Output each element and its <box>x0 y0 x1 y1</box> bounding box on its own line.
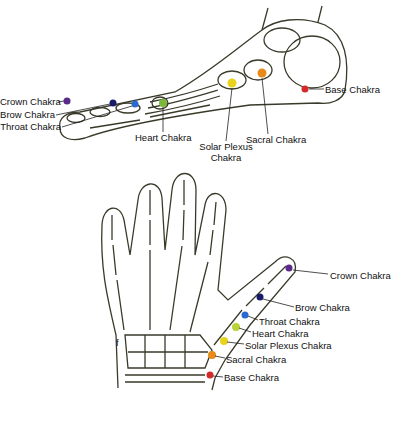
metatarsal-bone <box>145 84 220 114</box>
hand-skeleton <box>102 174 296 391</box>
leader-line <box>56 104 110 115</box>
leg-bone <box>262 6 322 30</box>
metatarsal-head <box>152 97 168 109</box>
leader-line <box>293 270 328 274</box>
hand-leader-lines <box>213 270 328 377</box>
carpal-bone <box>128 335 208 368</box>
leader-line <box>226 88 232 141</box>
chakra-dot <box>64 98 71 105</box>
chakra-label: Throat Chakra <box>259 316 320 327</box>
finger-bone <box>112 215 124 330</box>
chakra-label: Heart Chakra <box>135 132 192 143</box>
chakra-label: Heart Chakra <box>252 328 309 339</box>
leader-line <box>239 328 251 332</box>
chakra-dot <box>132 101 139 108</box>
finger-bone <box>149 190 150 330</box>
chakra-dot <box>110 100 117 107</box>
chakra-label: Base Chakra <box>224 372 279 383</box>
leader-line <box>227 342 244 344</box>
chakra-dot <box>207 372 214 379</box>
foot-outline <box>60 20 347 140</box>
foot-leader-lines <box>56 78 324 141</box>
chakra-label: Base Chakra <box>325 84 380 95</box>
leader-line <box>215 356 225 358</box>
chakra-dot <box>257 294 264 301</box>
chakra-label: Throat Chakra <box>0 121 61 132</box>
chakra-dot <box>302 86 309 93</box>
toe-bone <box>90 108 110 117</box>
foot-skeleton <box>60 6 347 140</box>
chakra-dot <box>220 337 228 345</box>
leader-line <box>248 316 258 320</box>
leader-line <box>263 299 294 307</box>
finger-bone <box>170 180 184 330</box>
heel-bone <box>284 36 340 88</box>
chakra-dot <box>228 79 237 88</box>
leader-line <box>213 376 223 377</box>
chakra-dot <box>208 351 216 359</box>
forearm-bone <box>125 375 205 382</box>
chakra-dot <box>258 69 267 78</box>
leader-line <box>163 107 164 132</box>
hand-outline <box>102 174 296 391</box>
wrist-bone <box>125 335 212 368</box>
foot-chakra-points <box>64 69 309 108</box>
chakra-dot <box>286 265 293 272</box>
chakra-dot <box>242 312 249 319</box>
tarsal-bone <box>218 71 246 89</box>
chakra-label: Crown Chakra <box>330 270 391 281</box>
tarsal-bone <box>244 60 272 80</box>
chakra-label: Sacral Chakra <box>246 134 306 145</box>
chakra-label: Brow Chakra <box>295 302 350 313</box>
chakra-label: Brow Chakra <box>0 109 55 120</box>
chakra-label: Solar Plexus Chakra <box>245 340 332 351</box>
chakra-label: f <box>116 337 119 348</box>
leader-line <box>62 106 132 127</box>
leader-line <box>262 78 268 134</box>
ankle-bone <box>264 28 300 52</box>
chakra-dot <box>159 99 167 107</box>
finger-bone <box>190 202 216 332</box>
chakra-dot <box>232 323 240 331</box>
chakra-label: Sacral Chakra <box>226 354 286 365</box>
chakra-label: Crown Chakra <box>0 96 57 107</box>
sole-line <box>90 105 210 128</box>
leader-line <box>309 89 324 90</box>
leader-line <box>58 101 64 102</box>
